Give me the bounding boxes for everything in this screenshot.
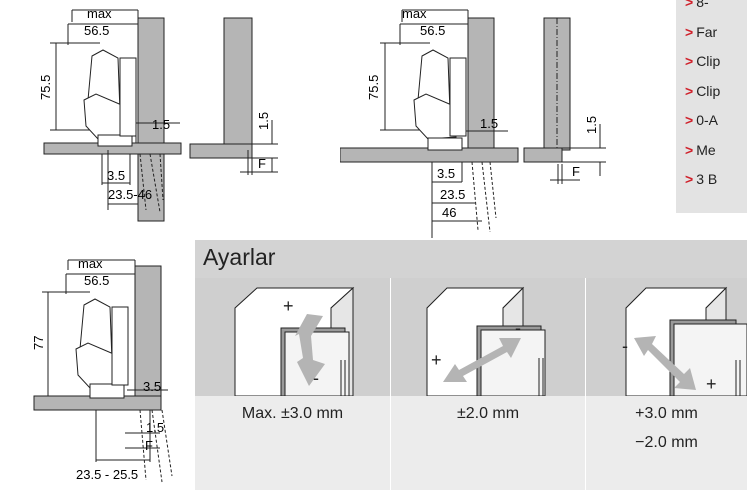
chevron-right-icon: >	[685, 53, 694, 69]
d2-overlay-label: 1.5	[256, 112, 271, 130]
chevron-right-icon: >	[685, 171, 694, 187]
depth-adjust-illustration: - +	[586, 278, 747, 396]
column-divider	[390, 278, 391, 490]
feature-text: 8-	[696, 0, 709, 10]
d4-f-label: F	[572, 164, 580, 179]
adjustment-depth: - + +3.0 mm −2.0 mm	[586, 278, 747, 490]
feature-text: 3 B	[696, 171, 718, 187]
d3-height-label: 75.5	[366, 75, 381, 100]
depth-adjust-caption-2: −2.0 mm	[635, 434, 698, 451]
d5-width-label: 56.5	[84, 273, 109, 288]
chevron-right-icon: >	[685, 112, 694, 128]
feature-text: Clip	[696, 82, 721, 99]
hinge-diagram-2: max 56.5 75.5 1.5 3.5 23.5 46	[340, 6, 519, 238]
feature-item: >Far	[685, 18, 720, 48]
feature-item: >Clip	[685, 77, 720, 107]
d1-range-label: 23.5-46	[108, 187, 152, 202]
door-overlay-diagram-2: 1.5 F	[523, 17, 606, 184]
height-adjust-caption: Max. ±3.0 mm	[241, 405, 344, 422]
door-overlay-diagram-1: 1.5 F	[189, 17, 278, 175]
d5-gap-label: 3.5	[143, 379, 161, 394]
feature-item: >3 B	[685, 165, 720, 195]
feature-text: Far	[696, 23, 718, 40]
chevron-right-icon: >	[685, 0, 694, 10]
chevron-right-icon: >	[685, 82, 694, 99]
feature-text: Me	[696, 141, 716, 158]
d3-overlay-label: 1.5	[480, 116, 498, 131]
plus-label: +	[431, 350, 442, 370]
feature-item: >Me	[685, 136, 720, 166]
features-list: >8- >Far >Clip >Clip >0-A >Me >3 B	[685, 0, 720, 195]
d3-gap-label: 3.5	[437, 166, 455, 181]
feature-item: >Clip	[685, 47, 720, 77]
d5-max-label: max	[78, 256, 103, 271]
d5-range-label: 23.5 - 25.5	[76, 467, 138, 482]
d1-overlay-label: 1.5	[152, 117, 170, 132]
plus-label: +	[283, 296, 294, 316]
d1-width-label: 56.5	[84, 23, 109, 38]
adjustment-height: + - Max. ±3.0 mm	[195, 278, 390, 490]
d5-f-label: F	[145, 438, 153, 453]
d1-height-label: 75.5	[38, 75, 53, 100]
side-adjust-caption: ±2.0 mm	[456, 405, 520, 422]
depth-adjust-caption: +3.0 mm	[635, 405, 698, 422]
adjustment-side: + - ±2.0 mm	[391, 278, 585, 490]
d5-overlay-label: 1.5	[146, 420, 164, 435]
adjustments-header: Ayarlar	[195, 240, 747, 278]
feature-item: >0-A	[685, 106, 720, 136]
chevron-right-icon: >	[685, 23, 694, 40]
minus-label: -	[313, 368, 319, 388]
plus-label: +	[706, 374, 717, 394]
side-adjust-illustration: + -	[391, 278, 585, 396]
features-panel: >8- >Far >Clip >Clip >0-A >Me >3 B	[676, 0, 747, 213]
hinge-diagram-1: max 56.5 75.5 1.5 3.5 23.5-46	[38, 6, 182, 222]
d3-max-label: max	[402, 6, 427, 21]
column-divider	[585, 278, 586, 490]
d5-height-label: 77	[31, 336, 46, 350]
adjustments-title: Ayarlar	[203, 244, 276, 270]
height-adjust-illustration: + -	[195, 278, 390, 396]
hinge-diagram-3: max 56.5 77 3.5 1.5 F 23.5 - 25.5	[31, 256, 173, 483]
feature-item: >8-	[685, 0, 720, 18]
d3-range-b-label: 46	[442, 205, 456, 220]
feature-text: Clip	[696, 53, 721, 69]
minus-label: -	[515, 318, 521, 338]
d4-overlay-label: 1.5	[584, 116, 599, 134]
d3-range-a-label: 23.5	[440, 187, 465, 202]
feature-text: 0-A	[696, 112, 718, 128]
d2-f-label: F	[258, 156, 266, 171]
d1-max-label: max	[87, 6, 112, 21]
d3-width-label: 56.5	[420, 23, 445, 38]
adjustments-panel: Ayarlar + - Max. ±3.0 mm	[195, 240, 747, 490]
chevron-right-icon: >	[685, 141, 694, 158]
minus-label: -	[622, 336, 628, 356]
d1-gap-label: 3.5	[107, 168, 125, 183]
